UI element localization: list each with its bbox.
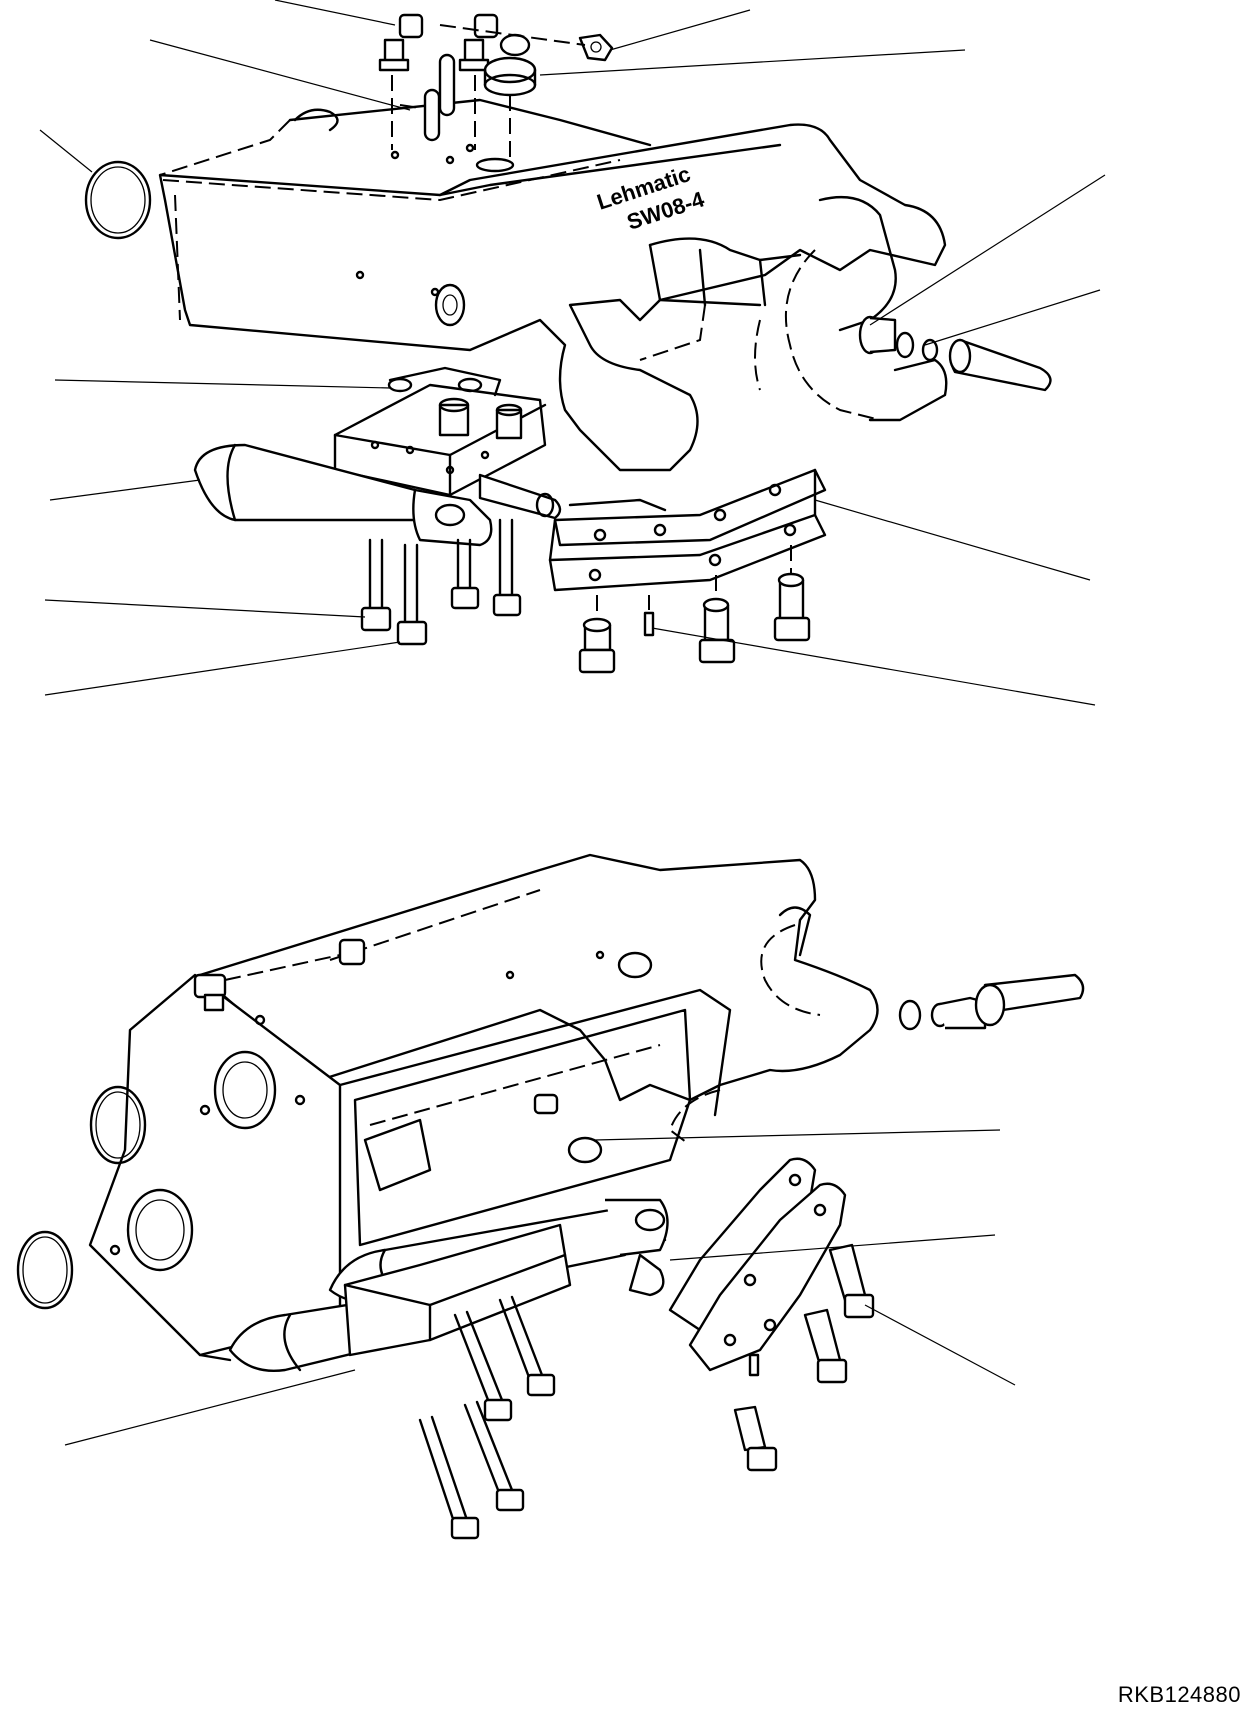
bolts-bottom <box>418 1295 556 1540</box>
valve-block-bottom <box>343 1223 665 1357</box>
hydraulic-cylinder-top <box>193 443 562 547</box>
hydraulic-fitting-left <box>378 13 424 150</box>
locking-plates-top <box>548 468 827 592</box>
small-fitting <box>533 1093 559 1115</box>
hex-nut <box>578 33 614 62</box>
cylinder-bolts <box>360 518 522 646</box>
quick-coupler-frame-underside <box>88 853 879 1362</box>
locking-pin-assembly <box>858 315 1052 392</box>
dowel-pin-short <box>423 88 441 142</box>
quick-coupler-frame <box>158 98 948 472</box>
reference-code: RKB124880 <box>1117 1682 1241 1707</box>
bottom-view-assembly <box>16 853 1085 1540</box>
fitting-cap <box>483 33 537 160</box>
dowel-pin-tall <box>438 53 456 117</box>
top-view-assembly: Lehmatic SW08-4 <box>39 0 1106 706</box>
o-rings-bottom <box>16 1085 147 1310</box>
plate-bolts-bottom <box>733 1243 875 1472</box>
o-ring-top-left <box>84 160 152 240</box>
plate-bolts <box>578 545 811 674</box>
fittings-back <box>193 938 366 1012</box>
bushing <box>567 1136 603 1164</box>
bottom-view-leader-lines <box>64 1129 1016 1446</box>
locking-plates-bottom <box>668 1157 847 1372</box>
hydraulic-fitting-right <box>458 13 499 150</box>
locking-pin-bottom <box>898 973 1085 1031</box>
valve-block <box>333 366 547 497</box>
top-view-leader-lines <box>39 0 1106 706</box>
